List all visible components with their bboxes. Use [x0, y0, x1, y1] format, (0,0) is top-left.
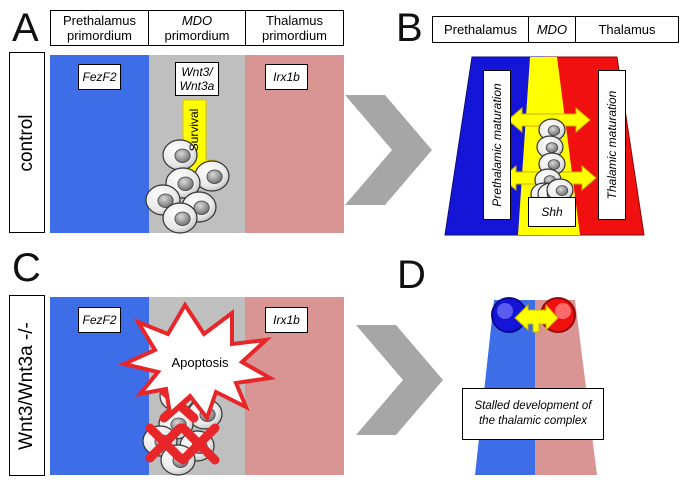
gene-fezf2-a: FezF2 [78, 64, 121, 90]
chevron-arrow-bottom [356, 325, 443, 435]
chevron-arrow-top [345, 95, 432, 205]
prethalamic-maturation-box: Prethalamic maturation [483, 70, 511, 220]
panel-letter-b: B [396, 6, 423, 50]
cells-cluster-a [145, 139, 230, 234]
gene-irx1b-c: Irx1b [265, 307, 308, 333]
gene-fezf2-a-text: FezF2 [82, 70, 117, 84]
gene-irx1b-a-text: Irx1b [273, 70, 300, 84]
gene-irx1b-a: Irx1b [265, 64, 308, 90]
knockout-label: Wnt3/Wnt3a -/- [16, 321, 37, 450]
shh-box: Shh [528, 197, 576, 227]
header-mdo-primordium: MDO primordium [148, 10, 246, 46]
stalled-development-label: Stalled development of the thalamic comp… [474, 400, 592, 427]
cell [194, 160, 230, 192]
control-label-box: control [9, 52, 45, 233]
header-b-mdo-label: MDO [536, 22, 568, 37]
cell [162, 139, 198, 171]
header-thalamus-primordium: Thalamus primordium [245, 10, 344, 46]
gene-fezf2-c: FezF2 [78, 307, 121, 333]
cell [162, 202, 198, 234]
apoptosis-label: Apoptosis [171, 355, 229, 370]
header-mdo-label: MDO [181, 13, 213, 28]
header-thalamus-label: Thalamus primordium [261, 13, 327, 43]
stalled-development-box: Stalled development of the thalamic comp… [462, 388, 604, 440]
apoptosis-burst [117, 301, 277, 423]
header-b-prethalamus: Prethalamus [432, 16, 529, 43]
header-prethalamus-primordium: Prethalamus primordium [50, 10, 149, 46]
cell [546, 178, 574, 202]
header-prethalamus-label: Prethalamus primordium [63, 13, 136, 43]
gene-wnt3-a: Wnt3/ Wnt3a [175, 62, 219, 96]
shh-label: Shh [541, 205, 563, 219]
prethalamic-maturation-label: Prethalamic maturation [490, 83, 504, 207]
header-b-prethalamus-label: Prethalamus [444, 22, 517, 37]
header-mdo-primordium-label: primordium [164, 28, 230, 43]
gene-fezf2-c-text: FezF2 [82, 313, 117, 327]
gene-irx1b-c-text: Irx1b [273, 313, 300, 327]
header-b-mdo: MDO [528, 16, 576, 43]
knockout-label-box: Wnt3/Wnt3a -/- [9, 295, 45, 476]
survival-label: Survival [187, 108, 201, 152]
thalamic-maturation-box: Thalamic maturation [598, 70, 626, 220]
gene-wnt3-a-text: Wnt3/ Wnt3a [179, 65, 215, 93]
thalamic-maturation-label: Thalamic maturation [605, 90, 619, 200]
header-b-thalamus: Thalamus [575, 16, 679, 43]
panel-letter-a: A [12, 6, 39, 50]
panel-letter-c: C [12, 246, 41, 290]
header-b-thalamus-label: Thalamus [598, 22, 656, 37]
small-cells-d [491, 297, 576, 333]
panel-letter-d: D [397, 253, 426, 297]
